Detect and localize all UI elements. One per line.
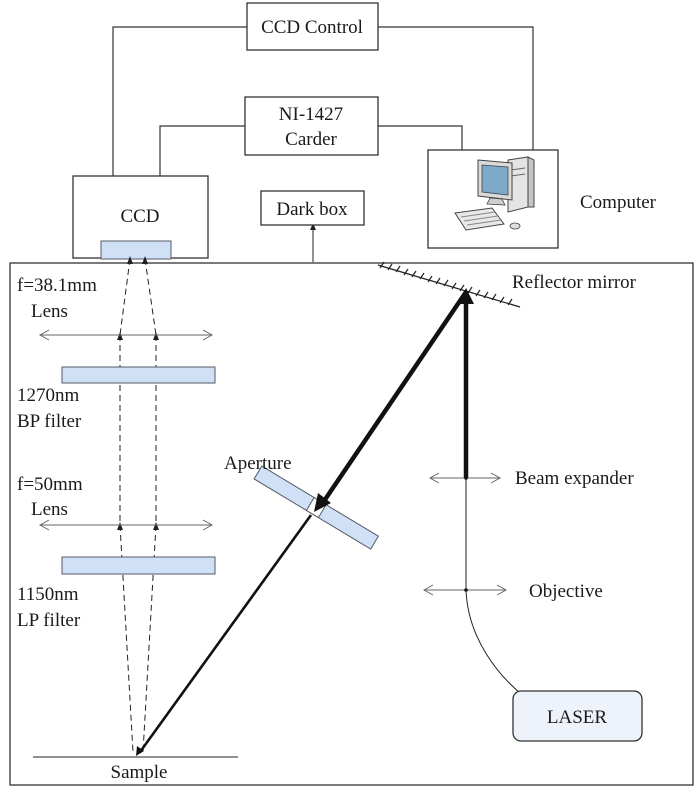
filter2-label-line1: 1150nm bbox=[17, 584, 79, 605]
laser-label: LASER bbox=[547, 707, 608, 728]
ccd-control-wire-right bbox=[378, 26, 534, 150]
computer-box bbox=[427, 149, 559, 249]
lp-filter bbox=[61, 556, 216, 575]
sample-label: Sample bbox=[111, 762, 168, 783]
desktop-computer-icon bbox=[454, 156, 535, 231]
beam-diagonal bbox=[320, 290, 468, 506]
dark-box-label-box: Dark box bbox=[260, 190, 365, 226]
ni-label-line2: Carder bbox=[285, 129, 337, 150]
ray-left-upper bbox=[119, 258, 131, 336]
filter1-label-line1: 1270nm bbox=[17, 385, 80, 406]
lens1-label-line1: f=38.1mm bbox=[17, 275, 97, 296]
lens1-label-line2: Lens bbox=[31, 301, 68, 322]
ni-1427-box: NI-1427 Carder bbox=[244, 96, 379, 156]
lens2-label-line1: f=50mm bbox=[17, 474, 83, 495]
ray-left-lower bbox=[119, 524, 134, 753]
aperture-label: Aperture bbox=[224, 453, 292, 474]
reflector-mirror bbox=[377, 261, 521, 308]
ray-right-lower bbox=[142, 524, 157, 753]
computer-label: Computer bbox=[580, 192, 657, 213]
filter2-label-line2: LP filter bbox=[17, 610, 81, 631]
objective-label: Objective bbox=[529, 581, 603, 602]
ccd-label: CCD bbox=[120, 206, 159, 227]
ccd-control-label: CCD Control bbox=[261, 17, 363, 38]
ccd-control-wire-left bbox=[112, 26, 247, 176]
ccd-control-box: CCD Control bbox=[246, 2, 379, 51]
dark-box-label: Dark box bbox=[276, 199, 348, 220]
beam-expander-label: Beam expander bbox=[515, 468, 634, 489]
ni-label-line1: NI-1427 bbox=[279, 104, 343, 125]
ccd-sensor bbox=[100, 240, 172, 260]
reflector-mirror-label: Reflector mirror bbox=[512, 272, 637, 293]
laser-box: LASER bbox=[512, 690, 643, 742]
bp-filter bbox=[61, 366, 216, 384]
ccd-box: CCD bbox=[72, 175, 209, 260]
lens2-label-line2: Lens bbox=[31, 499, 68, 520]
fiber-line bbox=[465, 478, 521, 694]
ray-right-upper bbox=[144, 258, 157, 336]
ni-wire-right bbox=[378, 125, 463, 150]
beam-to-sample bbox=[138, 514, 313, 753]
ni-wire-left bbox=[159, 125, 245, 176]
filter1-label-line2: BP filter bbox=[17, 411, 82, 432]
